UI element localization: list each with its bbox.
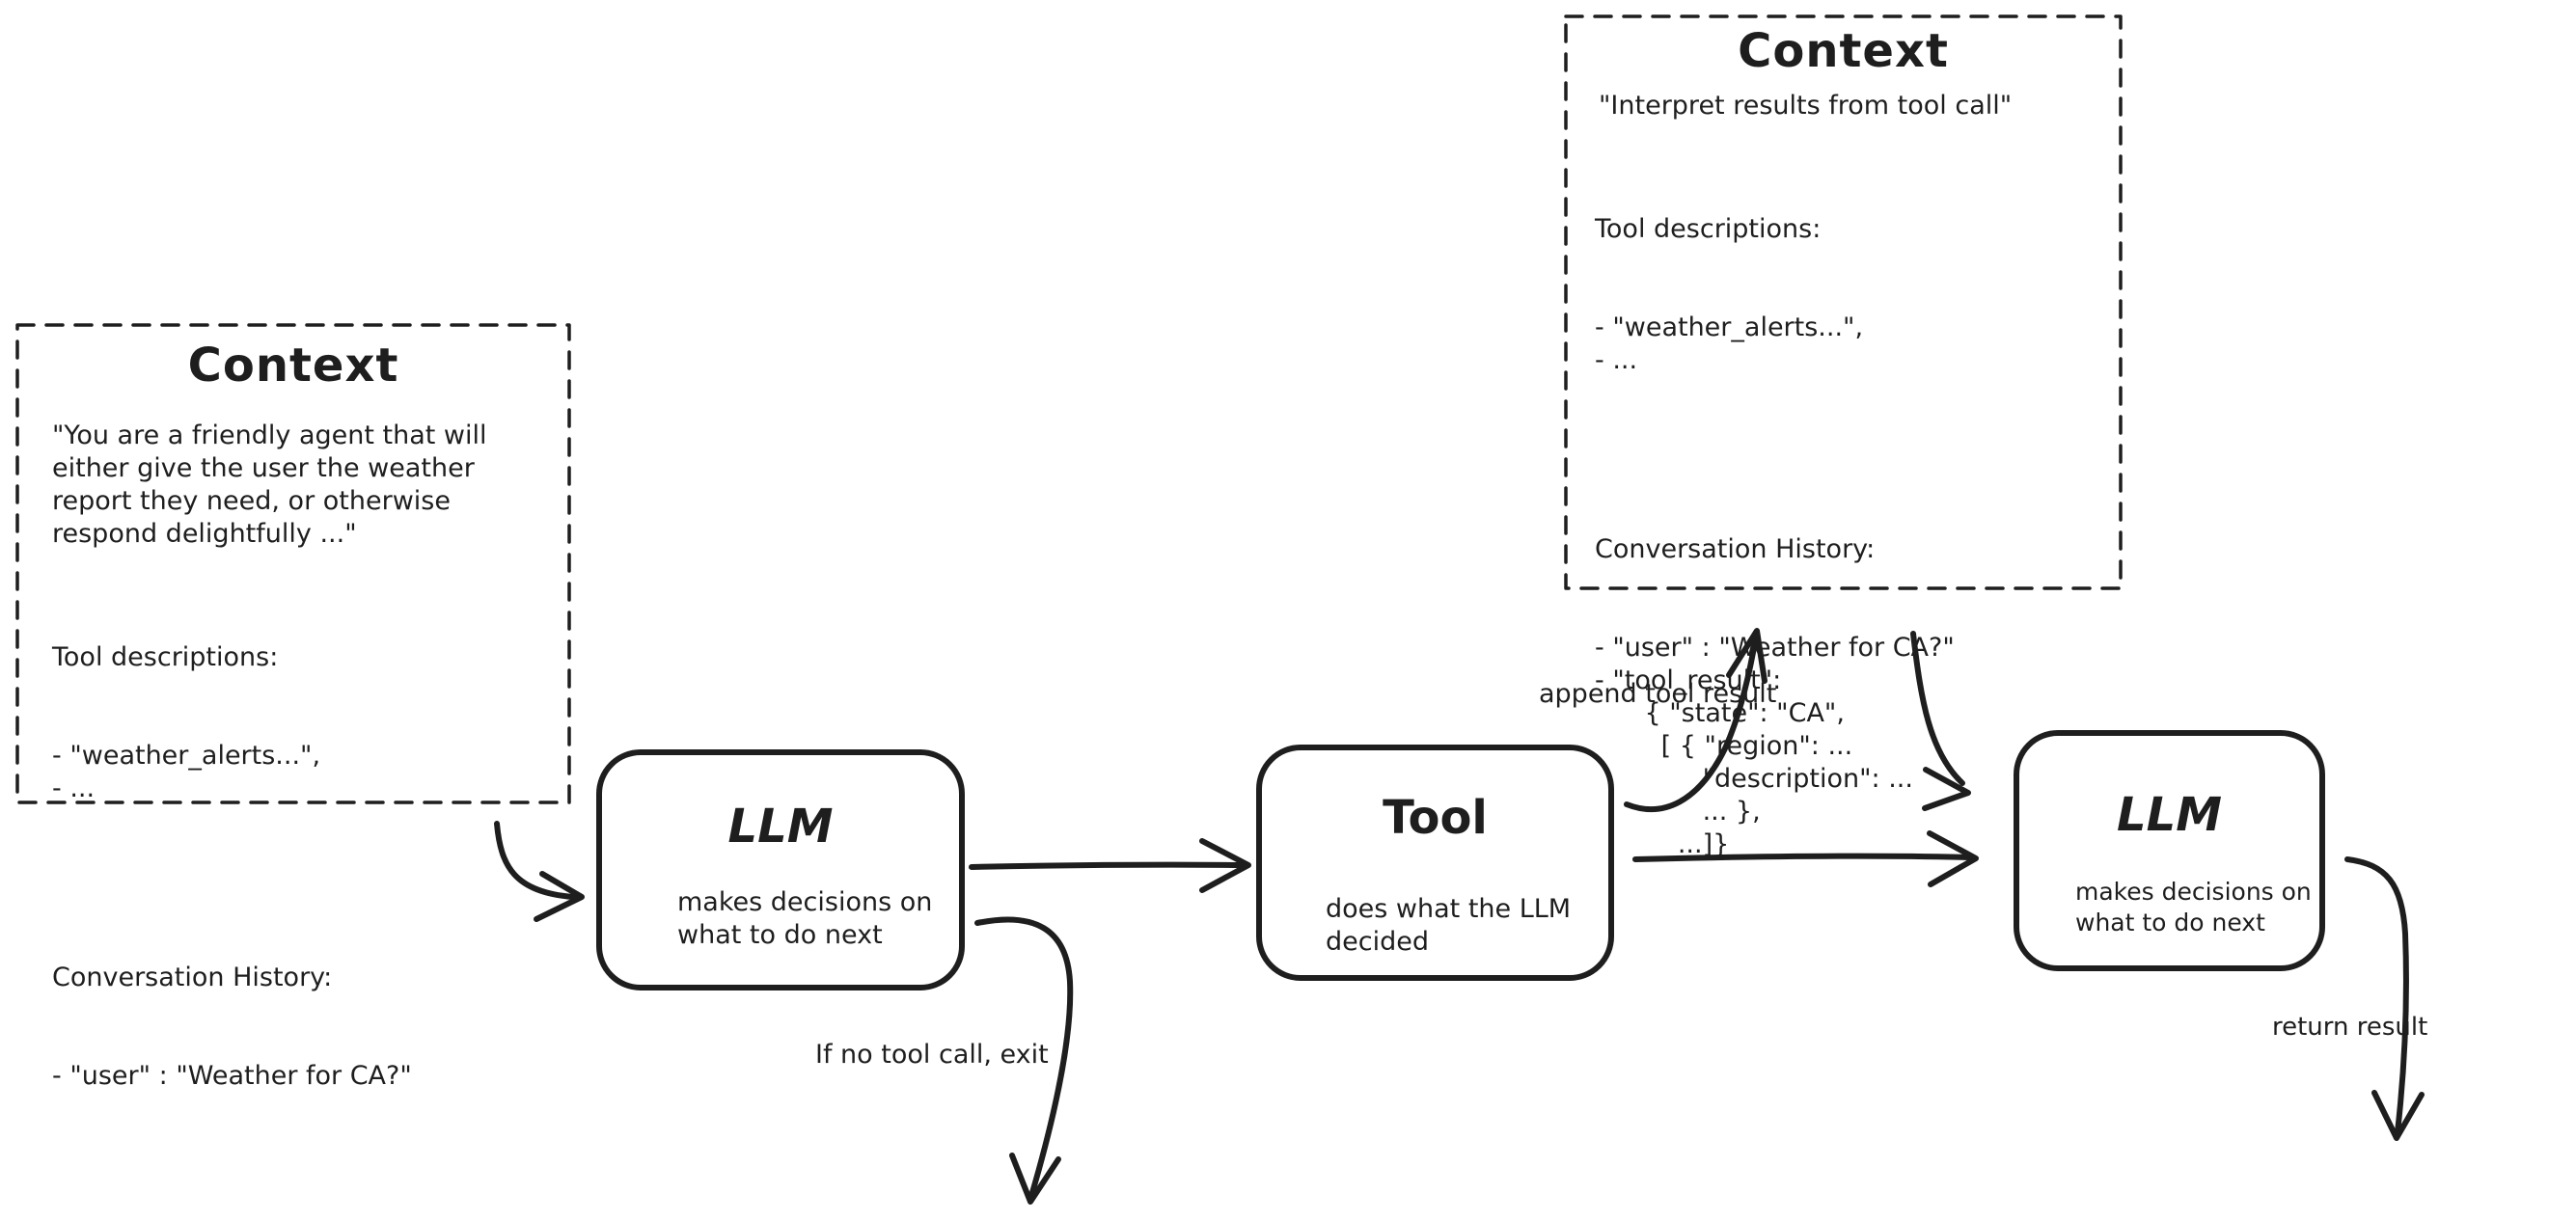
context-left-history-section: Conversation History: - "user" : "Weathe… [52, 896, 534, 1158]
tools-list: - "weather_alerts...",- ... [1595, 312, 2092, 377]
context-top-history-section: Conversation History: - "user" : "Weathe… [1595, 468, 2092, 927]
arrow-llm1-exit [974, 916, 1074, 1199]
context-top-border [1564, 14, 2123, 590]
text-line: ...]} [1595, 829, 1730, 859]
arrow-llm2-return [2344, 856, 2409, 1135]
text-line: - "weather_alerts...", [52, 741, 321, 771]
arrowhead-llm1-to-tool [1199, 838, 1251, 893]
node-tool-subtitle: does what the LLM decided [1326, 894, 1572, 957]
context-top-box: Context "Interpret results from tool cal… [1566, 16, 2121, 859]
text-line: "description": ... [1595, 764, 1913, 794]
context-left-box: Context "You are a friendly agent that w… [17, 325, 569, 1091]
tools-list: - "weather_alerts...",- ... [52, 740, 534, 805]
arrowhead-tool-to-context-top [1726, 628, 1768, 684]
history-list: - "user" : "Weather for CA?"- "tool_resu… [1595, 632, 2092, 861]
node-tool-title: Tool [1383, 791, 1488, 845]
node-llm-2-subtitle: makes decisions on what to do next [2075, 878, 2312, 936]
context-top-instruction: "Interpret results from tool call" [1599, 91, 2013, 121]
node-tool: Tool does what the LLM decided [1256, 745, 1614, 981]
context-left-title: Context [187, 339, 399, 393]
text-line: - ... [52, 773, 96, 803]
node-llm-1-title: LLM [727, 800, 834, 854]
arrow-tool-to-context-top [1624, 634, 1759, 812]
edge-label-if-no-tool-call-exit: If no tool call, exit [815, 1040, 1049, 1070]
text-line: ... }, [1595, 797, 1761, 827]
edge-label-return-result: return result [2272, 1013, 2428, 1042]
tools-header: Tool descriptions: [52, 642, 279, 672]
context-top-tools-section: Tool descriptions: - "weather_alerts..."… [1595, 148, 2092, 443]
context-top-title: Context [1738, 24, 1949, 78]
text-line: - "user" : "Weather for CA?" [1595, 633, 1955, 663]
text-line: - "weather_alerts...", [1595, 312, 1864, 342]
arrowhead-llm2-return [2371, 1090, 2425, 1141]
history-header: Conversation History: [1595, 534, 1876, 564]
tools-header: Tool descriptions: [1595, 214, 1822, 244]
node-llm-2-title: LLM [2117, 788, 2222, 842]
context-left-border [15, 323, 571, 804]
arrow-tool-to-llm2 [1632, 853, 1973, 862]
arrow-llm1-to-tool [969, 861, 1247, 870]
arrow-context-left-to-llm1 [494, 821, 576, 900]
arrowhead-llm1-exit [1009, 1153, 1061, 1205]
text-line: { "state": "CA", [1595, 698, 1845, 728]
edge-label-append-tool-result: append tool result [1539, 679, 1777, 709]
text-line: - ... [1595, 345, 1638, 375]
node-llm-1: LLM makes decisions on what to do next [596, 749, 965, 990]
context-left-tools-section: Tool descriptions: - "weather_alerts..."… [52, 576, 534, 871]
node-llm-1-subtitle: makes decisions on what to do next [677, 887, 933, 950]
node-llm-2: LLM makes decisions on what to do next [2014, 730, 2325, 971]
arrowhead-tool-to-llm2 [1927, 830, 1979, 887]
arrowhead-context-top-to-llm2 [1922, 767, 1971, 811]
text-line: - "tool_result": [1595, 665, 1782, 695]
arrow-context-top-to-llm2 [1910, 631, 1965, 786]
context-left-system-prompt: "You are a friendly agent that will eith… [52, 421, 487, 549]
history-header: Conversation History: [52, 963, 333, 992]
arrowhead-context-left-to-llm1 [534, 871, 585, 922]
history-list: - "user" : "Weather for CA?" [52, 1060, 534, 1093]
text-line: - "user" : "Weather for CA?" [52, 1061, 412, 1091]
text-line: [ { "region": ... [1595, 731, 1853, 761]
